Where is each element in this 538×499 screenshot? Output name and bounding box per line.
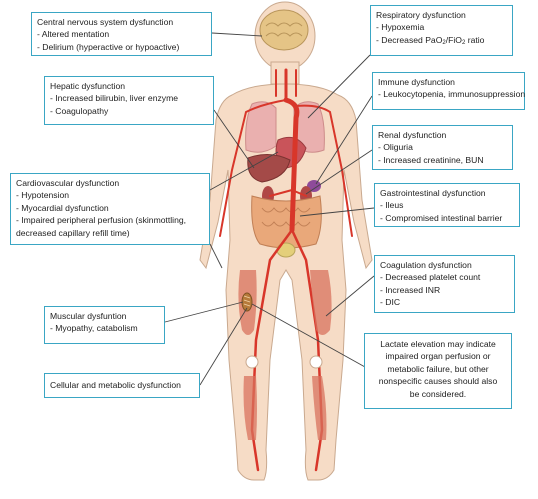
respiratory-item-2: - Decreased PaO2/FiO2 ratio bbox=[376, 34, 485, 46]
cellular-title: Cellular and metabolic dysfunction bbox=[50, 380, 181, 390]
cardiovascular-item-3: - Impaired peripheral perfusion (skinmot… bbox=[16, 215, 187, 238]
respiratory-title: Respiratory dysfunction bbox=[376, 10, 466, 20]
gastrointestinal-title: Gastrointestinal dysfunction bbox=[380, 188, 486, 198]
coagulation-item-2: - Increased INR bbox=[380, 284, 441, 295]
knee-joints bbox=[245, 355, 323, 369]
renal-title: Renal dysfunction bbox=[378, 130, 447, 140]
respiratory-item-1: - Hypoxemia bbox=[376, 22, 425, 33]
coagulation-item-3: - DIC bbox=[380, 297, 401, 308]
lungs-organ bbox=[245, 101, 325, 153]
muscular-dysfunction-box: Muscular dysfuntion - Myopathy, cataboli… bbox=[44, 306, 165, 344]
leader-lines bbox=[164, 32, 375, 386]
immune-title: Immune dysfunction bbox=[378, 77, 455, 87]
intestines-organ bbox=[251, 195, 322, 249]
hepatic-item-1: - Increased bilirubin, liver enzyme bbox=[50, 93, 179, 104]
immune-item-1: - Leukocytopenia, immunosuppression bbox=[378, 89, 526, 100]
coagulation-dysfunction-box: Coagulation dysfunction - Decreased plat… bbox=[374, 255, 515, 313]
muscular-item-1: - Myopathy, catabolism bbox=[50, 323, 138, 334]
renal-item-2: - Increased creatinine, BUN bbox=[378, 154, 484, 165]
gastrointestinal-item-1: - Ileus bbox=[380, 200, 404, 211]
cns-item-1: - Altered mentation bbox=[37, 29, 110, 40]
hepatic-item-2: - Coagulopathy bbox=[50, 105, 109, 116]
cardiovascular-item-1: - Hypotension bbox=[16, 190, 70, 201]
cns-item-2: - Delirium (hyperactive or hypoactive) bbox=[37, 41, 180, 52]
gastrointestinal-dysfunction-box: Gastrointestinal dysfunction - Ileus - C… bbox=[374, 183, 520, 227]
renal-dysfunction-box: Renal dysfunction - Oliguria - Increased… bbox=[372, 125, 513, 170]
arterial-tree bbox=[219, 68, 353, 472]
renal-item-1: - Oliguria bbox=[378, 142, 413, 153]
cardiovascular-item-2: - Myocardial dysfunction bbox=[16, 202, 109, 213]
coagulation-item-1: - Decreased platelet count bbox=[380, 272, 481, 283]
liver-organ bbox=[247, 154, 291, 183]
respiratory-dysfunction-box: Respiratory dysfunction - Hypoxemia - De… bbox=[370, 5, 513, 56]
hepatic-title: Hepatic dysfunction bbox=[50, 81, 125, 91]
lactate-note-box: Lactate elevation may indicate impaired … bbox=[364, 333, 512, 409]
cardiovascular-title: Cardiovascular dysfunction bbox=[16, 178, 120, 188]
cns-dysfunction-box: Central nervous system dysfunction - Alt… bbox=[31, 12, 212, 56]
cardiovascular-dysfunction-box: Cardiovascular dysfunction - Hypotension… bbox=[10, 173, 210, 245]
brain-organ bbox=[259, 9, 309, 51]
immune-dysfunction-box: Immune dysfunction - Leukocytopenia, imm… bbox=[372, 72, 525, 110]
gastrointestinal-item-2: - Compromised intestinal barrier bbox=[380, 212, 503, 223]
cellular-metabolic-dysfunction-box: Cellular and metabolic dysfunction bbox=[44, 373, 200, 398]
spleen-organ bbox=[307, 180, 321, 192]
coagulation-title: Coagulation dysfunction bbox=[380, 260, 472, 270]
hepatic-dysfunction-box: Hepatic dysfunction - Increased bilirubi… bbox=[44, 76, 214, 125]
muscle-cell-inset bbox=[241, 292, 253, 312]
lactate-text: Lactate elevation may indicate impaired … bbox=[378, 339, 498, 399]
muscular-title: Muscular dysfuntion bbox=[50, 311, 127, 321]
cns-title: Central nervous system dysfunction bbox=[37, 17, 174, 27]
